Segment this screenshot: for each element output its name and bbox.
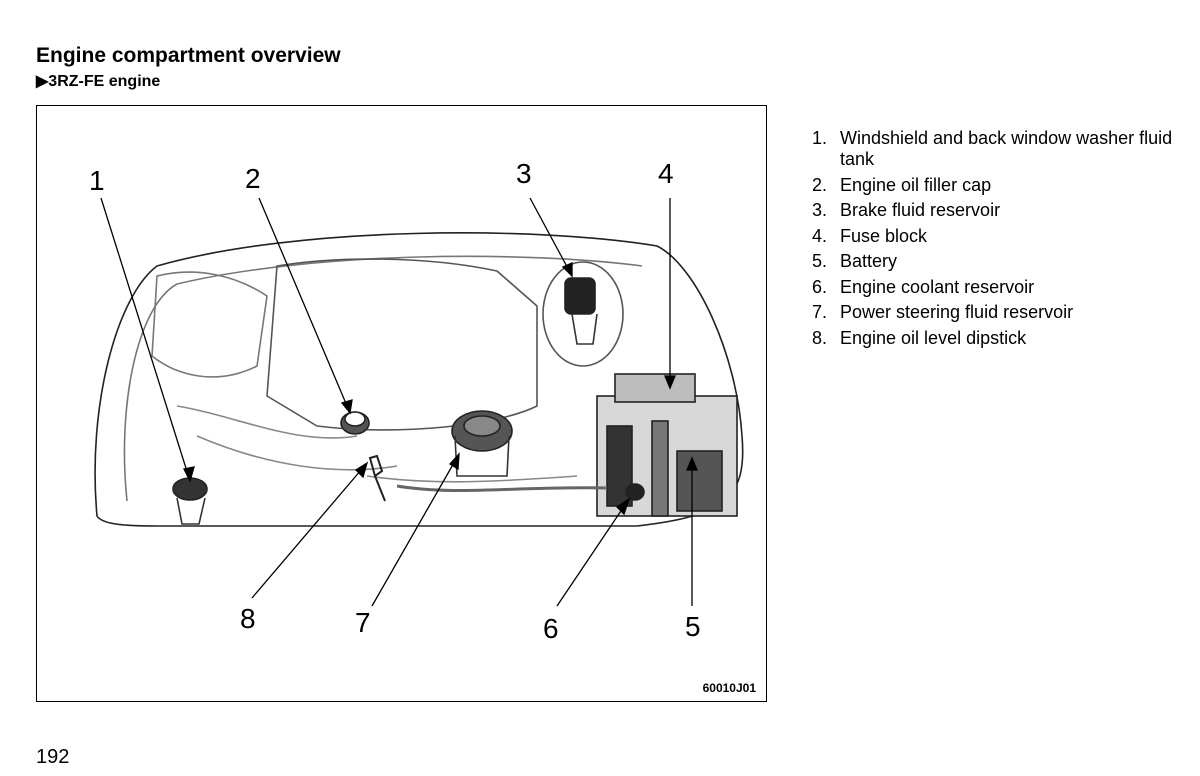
engine-diagram: 1 2 3 4 5 6 7 8 60010J01 xyxy=(36,105,767,702)
legend-number: 6. xyxy=(812,276,828,297)
legend-text: Battery xyxy=(840,251,898,271)
legend-number: 8. xyxy=(812,327,828,348)
legend-item: 4. Fuse block xyxy=(812,226,1182,247)
page-title: Engine compartment overview xyxy=(36,44,341,67)
fuse-block xyxy=(614,373,696,403)
legend-text: Brake fluid reservoir xyxy=(840,200,1001,220)
coolant-reservoir xyxy=(625,483,645,501)
legend-text: Engine oil level dipstick xyxy=(840,327,1027,348)
page-number: 192 xyxy=(36,746,70,768)
callout-3: 3 xyxy=(516,158,532,189)
legend-item: 8. Engine oil level dipstick xyxy=(812,328,1182,349)
hood-inner-line xyxy=(123,255,643,502)
legend-text: Windshield and back window washer fluid … xyxy=(840,128,1173,169)
legend-item: 2. Engine oil filler cap xyxy=(812,175,1182,196)
legend-item: 3. Brake fluid reservoir xyxy=(812,200,1182,221)
legend-text: Power steering fluid reservoir xyxy=(840,302,1074,322)
callout-6: 6 xyxy=(543,613,559,644)
figure-code: 60010J01 xyxy=(702,681,756,695)
callout-4: 4 xyxy=(658,158,674,189)
legend-number: 4. xyxy=(812,225,828,246)
legend-number: 5. xyxy=(812,251,828,271)
legend-number: 7. xyxy=(812,302,828,322)
legend-text: Fuse block xyxy=(840,225,928,246)
intake xyxy=(151,271,268,378)
hood-outline xyxy=(94,232,744,527)
legend-number: 2. xyxy=(812,174,828,195)
legend-number: 3. xyxy=(812,200,828,220)
engine-subtitle: ▶3RZ-FE engine xyxy=(36,73,161,90)
brake-reservoir-cap xyxy=(564,277,596,315)
engine-illustration: 1 2 3 4 5 6 7 8 xyxy=(89,158,744,644)
legend-item: 5. Battery xyxy=(812,251,1182,272)
legend-item: 6. Engine coolant reservoir xyxy=(812,277,1182,298)
legend-text: Engine coolant reservoir xyxy=(840,276,1035,297)
callout-1: 1 xyxy=(89,165,105,196)
callout-8: 8 xyxy=(240,603,256,634)
callout-2: 2 xyxy=(245,163,261,194)
engine-block xyxy=(266,258,538,431)
legend-number: 1. xyxy=(812,128,828,148)
legend-item: 7. Power steering fluid reservoir xyxy=(812,302,1182,323)
dipstick xyxy=(368,454,386,502)
callout-7: 7 xyxy=(355,607,371,638)
brake-reservoir-circle xyxy=(542,261,624,367)
hoses xyxy=(176,405,578,483)
legend-item: 1. Windshield and back window washer flui… xyxy=(812,128,1182,170)
callout-5: 5 xyxy=(685,611,701,642)
legend-list: 1. Windshield and back window washer flui… xyxy=(812,128,1182,353)
legend-text: Engine oil filler cap xyxy=(840,174,992,195)
